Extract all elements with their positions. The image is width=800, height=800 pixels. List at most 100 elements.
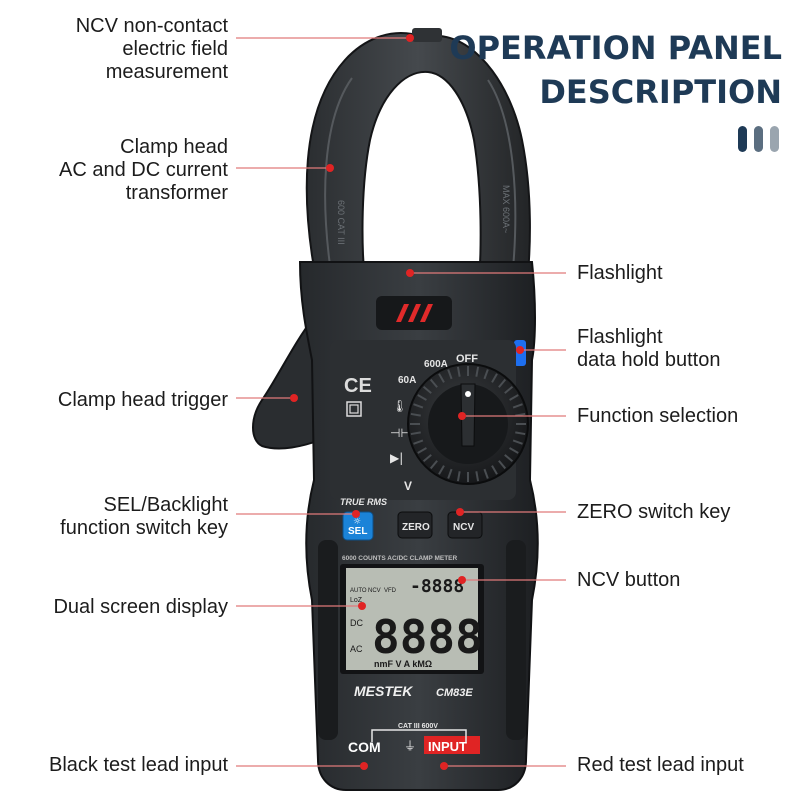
callout-flashlight: Flashlight [577, 262, 663, 285]
dial-knurl-rib [413, 403, 424, 409]
dial-knurl-rib [512, 403, 523, 409]
callout-line: SEL/Backlight [103, 494, 228, 516]
ce-mark: CE [344, 375, 372, 397]
dial-knurl-rib [447, 468, 453, 479]
lcd-small-digits: -8888 [410, 576, 464, 597]
dial-knurl-rib [438, 373, 445, 383]
capacitor-icon: ⊣⊢ [390, 426, 411, 440]
cat-rating-label: CAT III 600V [398, 723, 438, 730]
dial-knurl-rib [429, 378, 438, 388]
callout-red-lead: Red test lead input [577, 754, 744, 777]
dial-knurl-rib [483, 369, 489, 380]
dial-knurl-rib [509, 447, 519, 454]
dial-knurl-rib [515, 431, 526, 436]
com-label: COM [348, 739, 381, 755]
callout-line: electric field [122, 38, 228, 60]
callout-sel-backlight: SEL/Backlight function switch key [60, 494, 228, 540]
dial-knurl-rib [410, 412, 421, 417]
true-rms-label: TRUE RMS [340, 497, 387, 507]
thermometer-icon: 🌡 [392, 399, 407, 413]
callout-dot [352, 510, 360, 518]
callout-dot [406, 34, 414, 42]
dial-knurl-rib [491, 465, 498, 475]
clamp-jaw-inner-rib [487, 79, 517, 281]
callout-zero-key: ZERO switch key [577, 501, 730, 524]
lcd-annunciators: AUTO NCV VFD LoZ DC AC [350, 588, 397, 654]
callout-line: NCV button [577, 569, 681, 591]
dial-label-600a: 600A [424, 359, 448, 370]
callout-line: Dual screen display [53, 596, 228, 618]
input-label: INPUT [428, 739, 467, 754]
callout-line: AC and DC current [59, 159, 228, 181]
callout-dot [440, 762, 448, 770]
lcd-ann: DC [350, 618, 363, 628]
lcd-units: nmF V A kMΩ [374, 659, 432, 669]
page-title: OPERATION PANEL DESCRIPTION [449, 26, 782, 114]
callout-line: measurement [105, 61, 228, 83]
dial-pointer [460, 383, 476, 447]
dial-knurl-rib [475, 366, 480, 377]
zero-key[interactable] [397, 511, 433, 539]
lcd-ann: LoZ [350, 597, 363, 604]
flashlight-led [420, 304, 433, 322]
dial-knurl-rib [504, 385, 514, 394]
callout-dot [290, 394, 298, 402]
callout-hold-button: Flashlight data hold button [577, 326, 720, 372]
dial-knurl-rib [504, 454, 514, 463]
flashlight-led [408, 304, 421, 322]
brand-logo: MESTEK [354, 683, 413, 699]
ncv-sensor-tip [412, 28, 442, 42]
callout-dot [360, 762, 368, 770]
jaw-left-marks: 600 CAT III [336, 200, 346, 245]
callout-leaders [236, 37, 566, 767]
callout-line: transformer [125, 182, 228, 204]
dial-knurl-rib [456, 471, 461, 482]
dual-screen-display [346, 568, 478, 670]
flashlight-led [396, 304, 409, 322]
dial-knurl-rib [417, 447, 427, 454]
dial-knurl-rib [509, 394, 519, 401]
dial-knurl-rib [410, 431, 421, 436]
lcd-ann: VFD [384, 588, 397, 594]
callout-dual-display: Dual screen display [53, 596, 228, 619]
callout-ncv: NCV non-contact electric field measureme… [76, 15, 228, 84]
callout-clamp-head: Clamp head AC and DC current transformer [59, 136, 228, 205]
title-line-1: OPERATION PANEL [449, 29, 782, 67]
title-line-2: DESCRIPTION [539, 73, 782, 111]
lcd-big-digits: 8888 [372, 610, 483, 664]
ncv-key-label: NCV [453, 522, 474, 533]
terminal-bracket [371, 729, 467, 742]
callout-dot [458, 412, 466, 420]
callout-line: Function selection [577, 405, 739, 427]
dial-knurl-rib [438, 465, 445, 475]
dial-label-60a: 60A [398, 375, 416, 386]
clamp-trigger[interactable] [252, 318, 330, 450]
accent-bar [738, 126, 747, 152]
lcd-ann: NCV [368, 588, 381, 594]
dial-knurl-rib [498, 378, 507, 388]
callout-line: Clamp head [120, 136, 228, 158]
dial-knurl-rib [447, 369, 453, 380]
callout-black-lead: Black test lead input [49, 754, 228, 777]
side-grip-left [318, 540, 338, 740]
accent-bar [770, 126, 779, 152]
dial-knurl-rib [475, 471, 480, 482]
model-label: CM83E [436, 687, 473, 699]
dial-knurl-rib [413, 439, 424, 445]
lcd-ann: AC [350, 644, 363, 654]
jaw-right-marks: MAX 600A~ [501, 185, 511, 233]
callout-line: ZERO switch key [577, 501, 731, 523]
callout-dot [326, 164, 334, 172]
callout-line: Black test lead input [49, 754, 228, 776]
callout-dot [516, 346, 524, 354]
callout-line: Red test lead input [577, 754, 744, 776]
callout-function-selection: Function selection [577, 405, 738, 428]
dial-knurl-rib [456, 366, 461, 377]
dial-knurl-rib [429, 460, 438, 470]
backlight-icon: ☼ [353, 517, 361, 527]
callout-dot [358, 602, 366, 610]
callout-line: NCV non-contact [75, 15, 228, 37]
callout-dot [456, 508, 464, 516]
dial-knurl-rib [515, 412, 526, 417]
